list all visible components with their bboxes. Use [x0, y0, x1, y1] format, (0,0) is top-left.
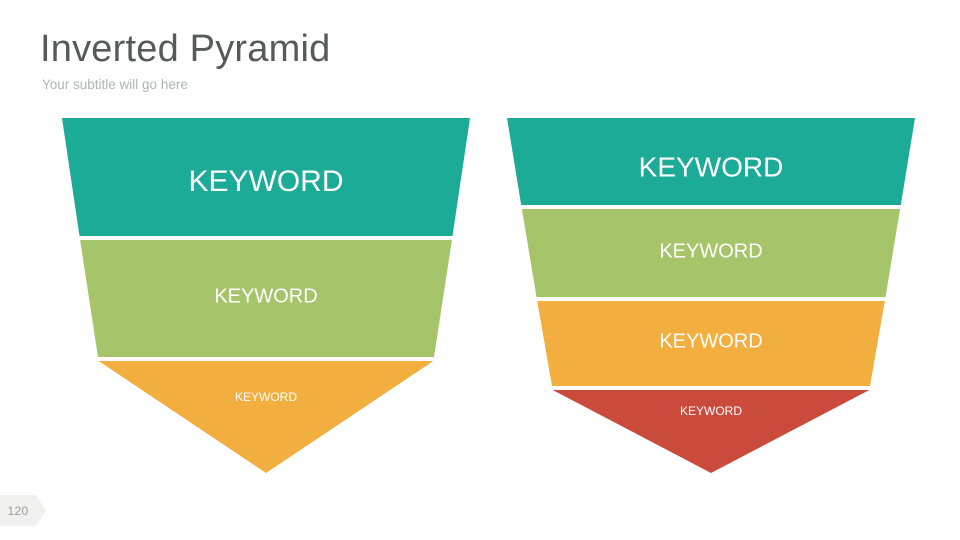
pyramid-right-segment-4-shape[interactable]	[552, 390, 870, 473]
pyramid-right-segment-2[interactable]: KEYWORD	[521, 209, 901, 297]
pyramid-right-segment-1[interactable]: KEYWORD	[507, 118, 915, 205]
page-number-badge: 120	[0, 495, 46, 526]
pyramid-left-segment-3-shape[interactable]	[98, 361, 434, 473]
pyramid-right-segment-4[interactable]: KEYWORD	[552, 390, 870, 473]
pyramid-right-segment-1-label: KEYWORD	[639, 151, 784, 182]
page-number-text: 120	[7, 503, 29, 518]
pyramid-right-segment-3-label: KEYWORD	[659, 330, 762, 352]
pyramid-right-segment-2-label: KEYWORD	[659, 240, 762, 262]
pyramid-left-segment-3-label: KEYWORD	[235, 390, 297, 404]
slide-header: Inverted Pyramid Your subtitle will go h…	[40, 26, 740, 94]
pyramid-right-segment-4-label: KEYWORD	[680, 404, 742, 418]
pyramid-left-segment-2-shape[interactable]	[80, 240, 452, 357]
pyramid-left: KEYWORD KEYWORD KEYWORD	[62, 118, 470, 473]
pyramid-right-segment-3-shape[interactable]	[537, 301, 885, 386]
pyramid-left-segment-2[interactable]: KEYWORD	[80, 240, 452, 357]
page-number-badge-shape	[0, 495, 46, 526]
pyramid-left-segment-3[interactable]: KEYWORD	[98, 361, 434, 473]
pyramid-right-segment-2-shape[interactable]	[521, 209, 901, 297]
pyramid-right-segment-3[interactable]: KEYWORD	[537, 301, 885, 386]
pyramid-right-segment-1-shape[interactable]	[507, 118, 915, 205]
pyramid-right: KEYWORD KEYWORD KEYWORD KEYWORD	[507, 118, 915, 473]
page-subtitle: Your subtitle will go here	[42, 77, 188, 92]
pyramid-left-segment-1-shape[interactable]	[62, 118, 470, 236]
page-title: Inverted Pyramid	[40, 28, 331, 70]
pyramid-left-segment-2-label: KEYWORD	[214, 285, 317, 307]
pyramid-left-segment-1-label: KEYWORD	[188, 165, 343, 198]
pyramid-left-segment-1[interactable]: KEYWORD	[62, 118, 470, 236]
